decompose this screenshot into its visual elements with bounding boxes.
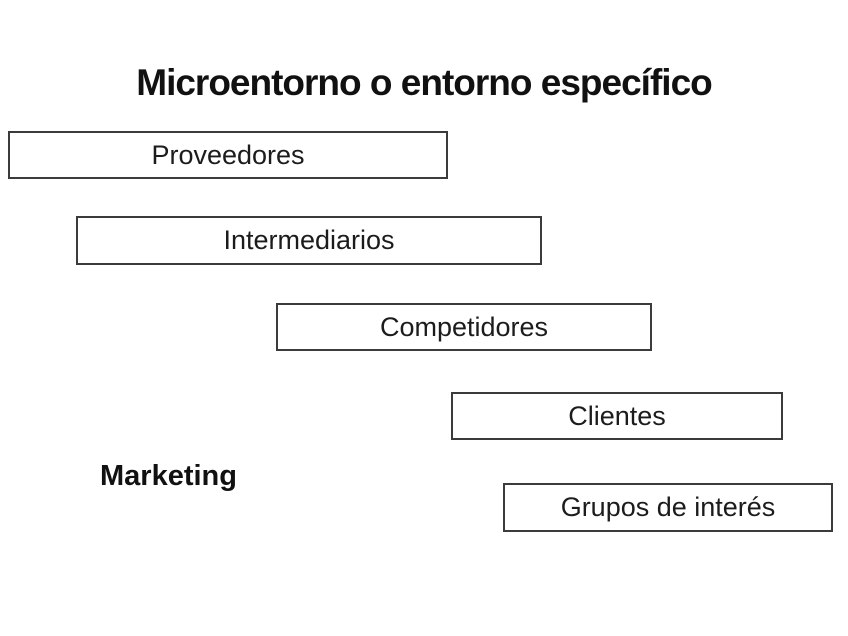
diagram-box-intermediarios: Intermediarios bbox=[76, 216, 542, 265]
diagram-box-label: Clientes bbox=[568, 400, 666, 431]
diagram-box-label: Intermediarios bbox=[223, 225, 395, 255]
diagram-box-label: Competidores bbox=[379, 311, 549, 342]
diagram-box-label: Proveedores bbox=[151, 139, 305, 170]
diagram-box-label: Grupos de interés bbox=[560, 492, 776, 522]
diagram-box-competidores: Competidores bbox=[276, 303, 652, 351]
diagram-box-clientes: Clientes bbox=[451, 392, 783, 440]
diagram-box-grupos-de-interes: Grupos de interés bbox=[503, 483, 833, 532]
slide-title: Microentorno o entorno específico bbox=[136, 62, 713, 103]
diagram-box-proveedores: Proveedores bbox=[8, 131, 448, 179]
marketing-label: Marketing bbox=[100, 460, 237, 492]
